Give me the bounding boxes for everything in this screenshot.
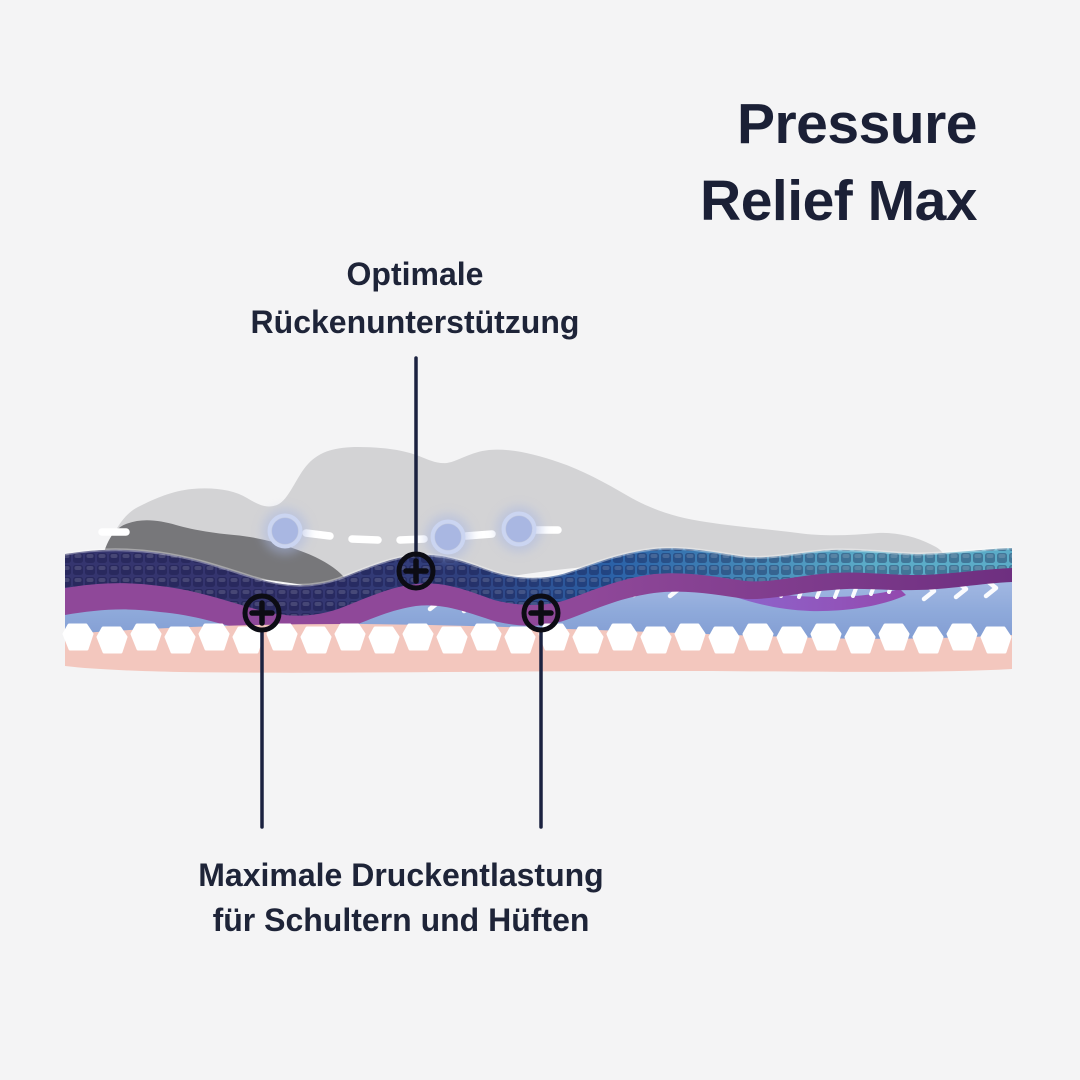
callout-back-support-line2: Rückenunterstützung	[250, 304, 580, 340]
page-title-line1: Pressure	[736, 92, 978, 156]
comfort-foam-layer	[65, 566, 1012, 640]
knit-cover-layer	[64, 546, 1013, 616]
plus-marker-icon	[242, 593, 282, 633]
knit-top-highlight	[64, 546, 1013, 587]
callout-shoulder-hip-line2: für Schultern und Hüften	[212, 902, 590, 938]
page-title-line2: Relief Max	[700, 169, 977, 233]
callout-shoulder-hip-line1: Maximale Druckentlastung	[198, 857, 604, 893]
callout-shoulder-hip-relief: Maximale Druckentlastung für Schultern u…	[139, 853, 663, 943]
spine-alignment-line	[98, 506, 562, 560]
sleeper-arm-shape	[100, 520, 350, 593]
callout-leader-lines	[260, 356, 543, 829]
callout-back-support: Optimale Rückenunterstützung	[165, 250, 665, 346]
plus-marker-icon	[396, 551, 436, 591]
page-title: Pressure Relief Max	[700, 86, 977, 240]
spine-point-icon	[262, 508, 308, 554]
spine-point-icon	[425, 514, 471, 560]
callout-back-support-line1: Optimale	[346, 256, 484, 292]
plus-marker-icon	[521, 593, 561, 633]
hip-zone-insert	[714, 583, 906, 612]
spine-point-icon	[496, 506, 542, 552]
